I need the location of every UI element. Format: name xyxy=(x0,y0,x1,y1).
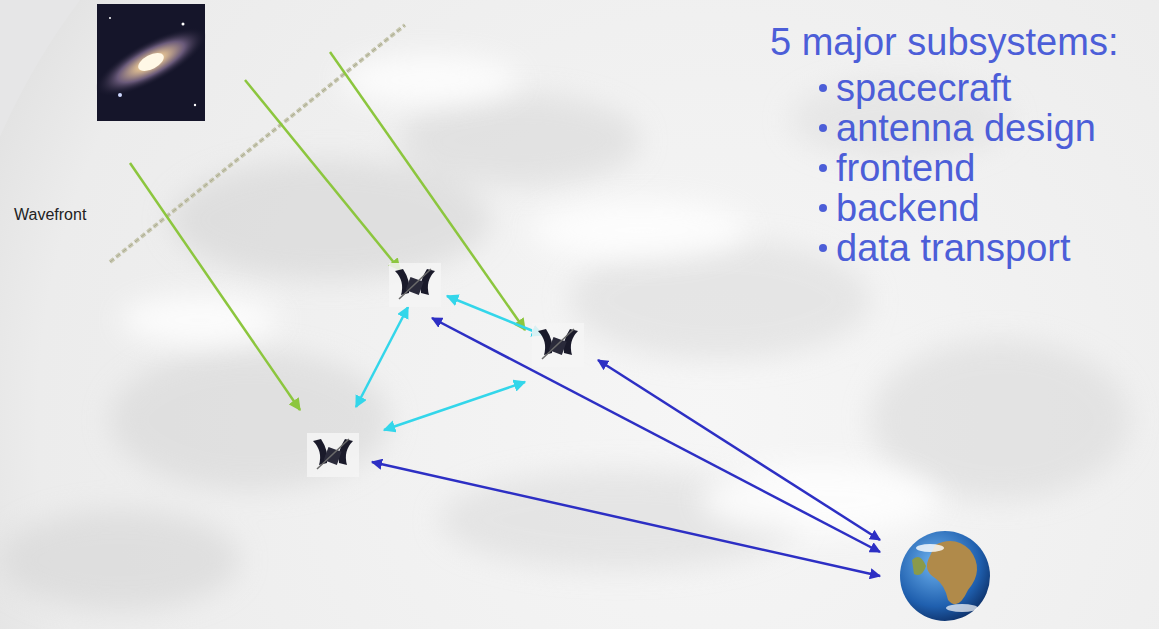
galaxy-photo-part xyxy=(118,93,122,97)
globe-background-part-part xyxy=(870,340,1130,500)
list-bullets-part xyxy=(819,164,827,172)
intersatellite-links-part xyxy=(356,307,408,407)
wavefront-line-part xyxy=(110,25,405,262)
ground-links-part xyxy=(598,360,880,540)
globe-background-part-part xyxy=(400,95,640,185)
galaxy-photo-part xyxy=(97,4,205,121)
globe-background-part-part xyxy=(110,350,390,490)
galaxy-photo-part xyxy=(194,104,196,106)
galaxy-photo-part xyxy=(87,15,215,109)
satellite-icon xyxy=(532,323,584,367)
satellite-icon-part xyxy=(389,263,441,307)
globe-background-part-part xyxy=(120,295,280,345)
earth-icon-part xyxy=(916,544,944,552)
list-bullets-part xyxy=(819,244,827,252)
galaxy-photo xyxy=(87,4,215,121)
list-bullets-part xyxy=(819,204,827,212)
satellite-icon-part xyxy=(324,447,342,465)
globe-background-part-part xyxy=(0,510,240,610)
satellite-icon-part xyxy=(399,269,431,299)
ground-links-part xyxy=(432,318,880,552)
list-item: frontend xyxy=(836,148,975,188)
list-bullets-part xyxy=(819,124,827,132)
wavefront-line xyxy=(110,25,405,262)
galaxy-photo-part xyxy=(182,23,185,26)
wavefront-label: Wavefront xyxy=(14,205,86,225)
satellite-icon-part xyxy=(542,329,574,359)
satellite-icon-part xyxy=(307,433,359,477)
globe-background-part xyxy=(0,80,1130,610)
globe-background-part-part xyxy=(530,200,750,260)
incoming-wave-arrows-part xyxy=(330,52,525,330)
list-item: spacecraft xyxy=(836,68,1011,108)
intersatellite-links-part xyxy=(447,296,543,335)
intersatellite-links xyxy=(356,296,543,430)
incoming-wave-arrows-part xyxy=(130,163,300,410)
list-item: data transport xyxy=(836,228,1070,268)
ground-links xyxy=(372,318,880,576)
earth-icon-part xyxy=(900,531,990,621)
globe-background-part xyxy=(120,55,940,535)
list-bullets xyxy=(819,84,827,252)
galaxy-photo-part xyxy=(135,49,166,75)
list-bullets-part xyxy=(819,84,827,92)
list-heading: 5 major subsystems: xyxy=(770,22,1118,62)
satellite-icon-part xyxy=(406,277,424,295)
satellite-icon-part xyxy=(317,439,349,469)
globe-background-part-part xyxy=(340,55,520,105)
satellite-icon-part xyxy=(549,337,567,355)
incoming-wave-arrows-part xyxy=(245,80,400,270)
intersatellite-links-part xyxy=(384,382,525,430)
earth-icon xyxy=(900,531,990,621)
incoming-wave-arrows xyxy=(130,52,525,410)
list-item: backend xyxy=(836,188,980,228)
globe-background-part-part xyxy=(170,160,490,280)
list-item: antenna design xyxy=(836,108,1096,148)
earth-icon-part xyxy=(912,557,926,575)
earth-icon-part xyxy=(946,604,978,612)
galaxy-photo-part xyxy=(109,17,111,19)
wavefront-line-part xyxy=(110,25,405,262)
satellite-icon-part xyxy=(532,323,584,367)
ground-links-part xyxy=(372,462,880,576)
satellite-icon xyxy=(389,263,441,307)
satellite-icon xyxy=(307,433,359,477)
